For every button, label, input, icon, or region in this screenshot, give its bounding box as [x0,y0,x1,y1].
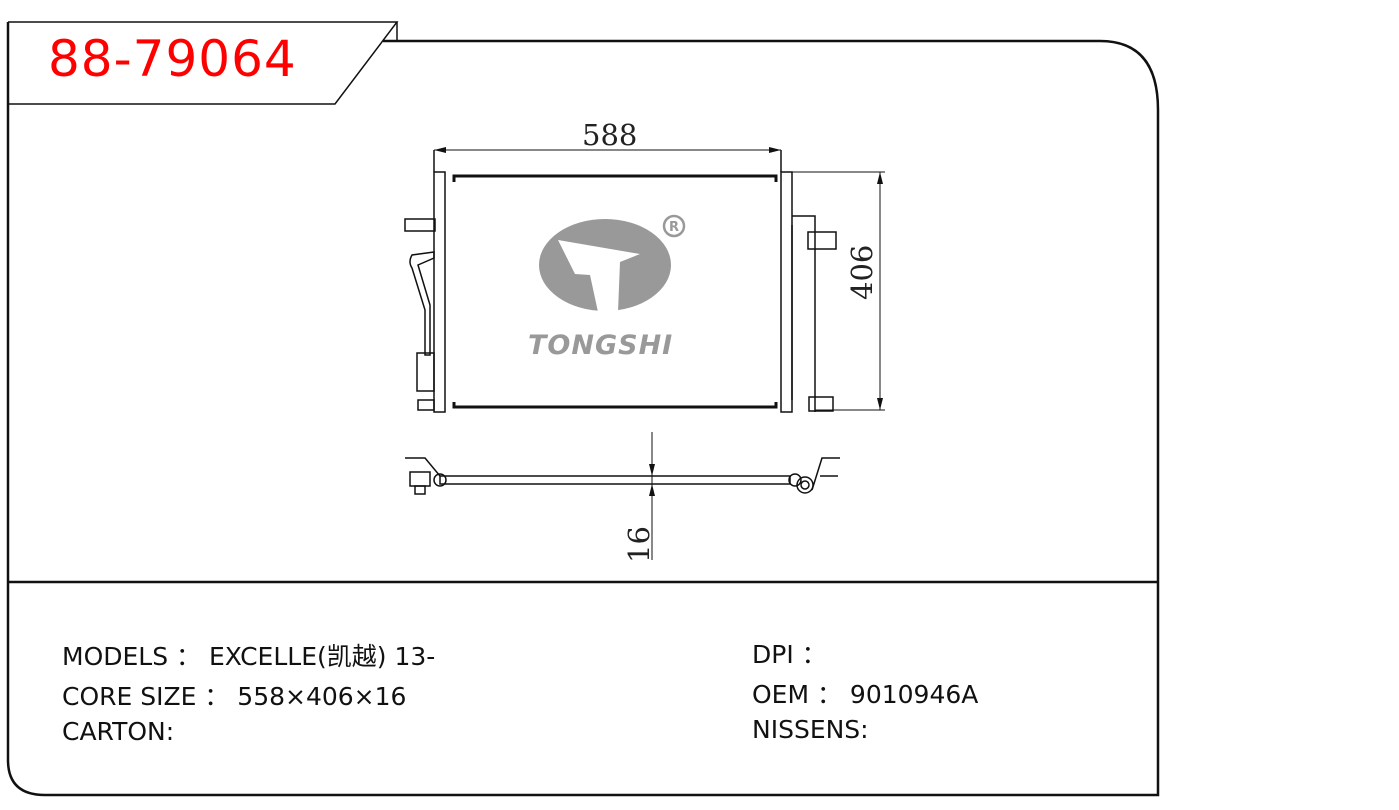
part-number-label-box [8,21,399,105]
core-size-spec: CORE SIZE ： 558×406×16 [62,682,407,711]
oem-spec: OEM ： 9010946A [752,680,979,709]
condenser-front-view [404,149,885,413]
dpi-spec: DPI ： [752,640,827,669]
height-dimension: 406 [845,244,879,300]
width-dimension: 588 [582,118,638,152]
logo-text: TONGSHI [528,330,674,361]
condenser-side-view [405,432,840,560]
tongshi-logo: R [539,214,686,312]
models-spec: MODELS ： EXCELLE(凯越) 13- [62,642,436,671]
thickness-dimension: 16 [622,526,656,563]
svg-text:R: R [669,220,679,235]
nissens-spec: NISSENS: [752,715,869,744]
part-number: 88-79064 [48,30,297,88]
carton-spec: CARTON: [62,717,175,746]
